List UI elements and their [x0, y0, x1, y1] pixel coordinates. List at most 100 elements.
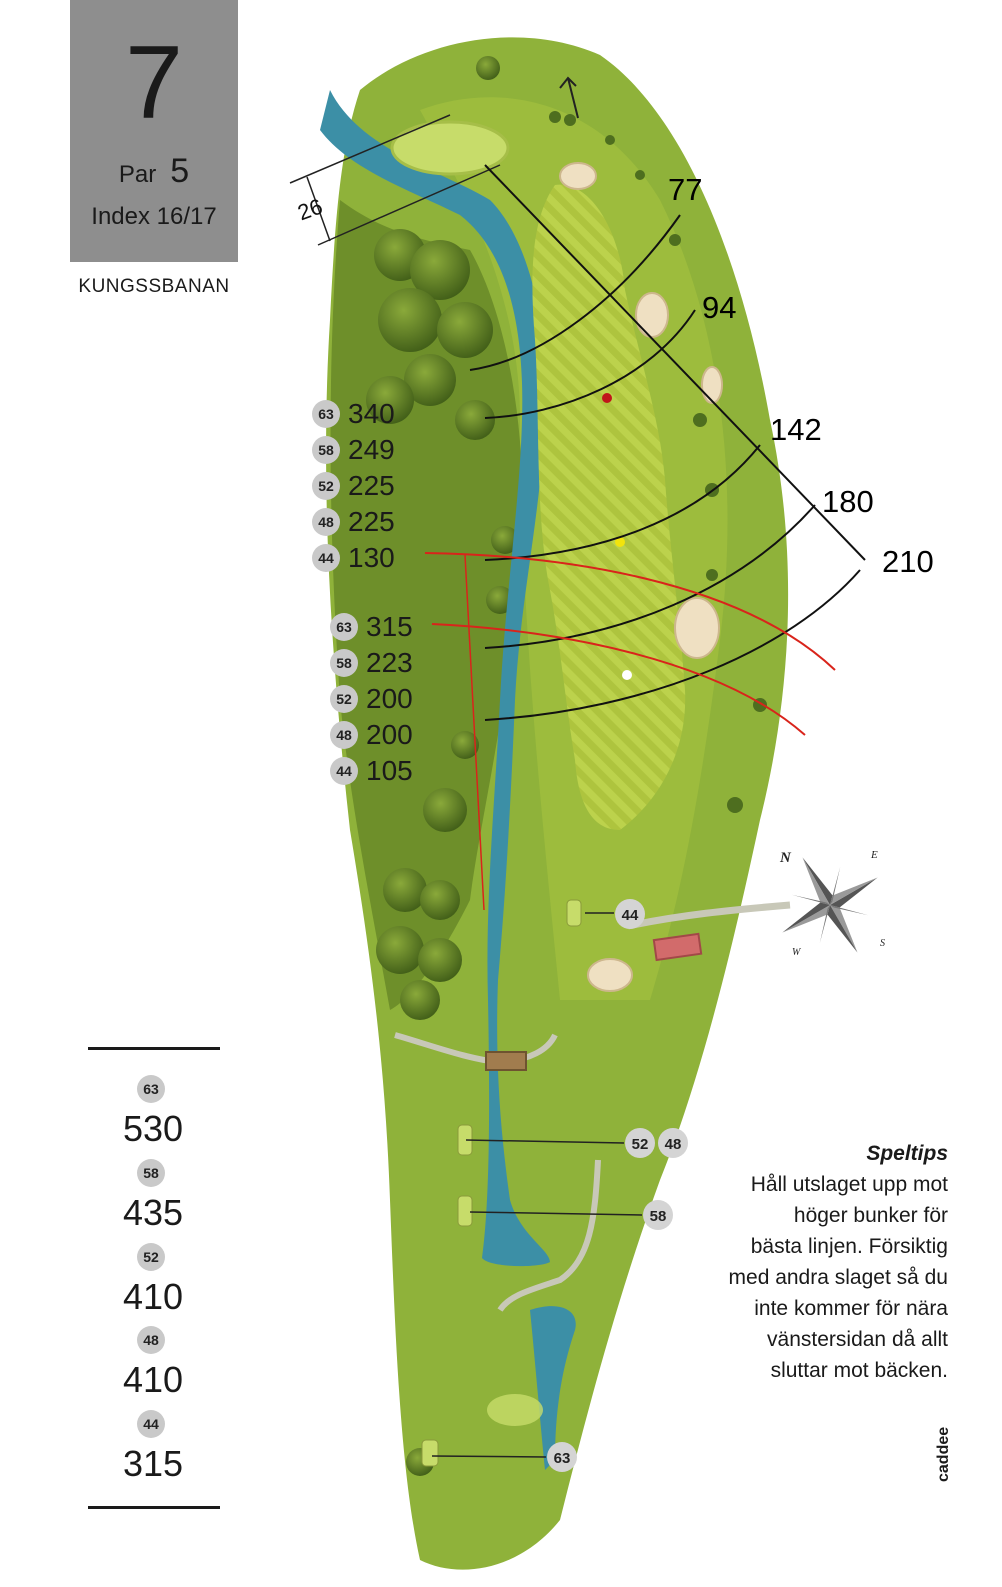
tee-box [457, 1195, 473, 1227]
par-value: 5 [170, 152, 190, 190]
hole-number: 7 [125, 25, 183, 141]
carry-row: 48 225 [312, 504, 395, 540]
bunker [635, 292, 669, 338]
play-tip-line: höger bunker för [793, 1204, 948, 1227]
tee-badge: 63 [330, 613, 358, 641]
bridge [485, 1051, 527, 1071]
hole-length: 530 [122, 1108, 184, 1149]
bunker [559, 162, 597, 190]
play-tip-line: sluttar mot bäcken. [770, 1359, 948, 1382]
carry-line-red [431, 623, 806, 736]
tee-badge: 44 [312, 544, 340, 572]
carry-row: 44 105 [330, 753, 413, 789]
distance-94: 94 [702, 290, 736, 325]
tee-marker-63: 63 [554, 1450, 571, 1467]
carry-row: 63 315 [330, 609, 413, 645]
carry-distance: 200 [366, 683, 413, 714]
carry-distance: 200 [366, 719, 413, 750]
compass-w: W [792, 947, 802, 958]
distance-142: 142 [770, 412, 822, 447]
direction-arrow [559, 76, 579, 119]
stream-lower [530, 1306, 576, 1470]
carry-distance: 105 [366, 755, 413, 786]
par-label: Par [118, 161, 157, 188]
hole-index: Index 16/17 [91, 203, 217, 230]
carry-distance: 225 [348, 506, 395, 537]
tee-marker-58: 58 [650, 1208, 667, 1225]
flag-red [602, 393, 612, 403]
fairway [532, 184, 686, 831]
compass-e: E [870, 849, 878, 861]
green-lower [487, 1394, 543, 1426]
distance-fan [484, 164, 866, 561]
distance-210: 210 [882, 544, 934, 579]
hole-length: 410 [122, 1276, 184, 1317]
green [390, 120, 510, 176]
carry-distance: 315 [366, 611, 413, 642]
compass-n: N [779, 850, 792, 866]
carry-line-red [424, 552, 836, 671]
tee-badge: 63 [312, 400, 340, 428]
tee-badge: 52 [330, 685, 358, 713]
play-tip-line: Håll utslaget upp mot [750, 1173, 948, 1196]
carry-distance: 249 [348, 434, 395, 465]
play-tip-line: inte kommer för nära [754, 1297, 948, 1320]
carry-distance: 223 [366, 647, 413, 678]
distance-77: 77 [668, 172, 702, 207]
par-info: Par 5 [70, 152, 238, 191]
play-tip-title: Speltips [866, 1142, 948, 1165]
carry-row: 48 200 [330, 717, 413, 753]
tee-marker-44: 44 [622, 907, 639, 924]
play-tip-line: med andra slaget så du [728, 1266, 948, 1289]
hole-length: 315 [122, 1443, 184, 1484]
play-tip-line: vänstersidan då allt [767, 1328, 948, 1351]
divider-top [88, 1047, 220, 1050]
carry-row: 44 130 [312, 540, 395, 576]
length-tee-badge: 52 [137, 1243, 165, 1271]
hole-length: 410 [122, 1359, 184, 1400]
bunker [587, 958, 633, 992]
carry-group-1: 63 340 58 249 52 225 48 225 44 130 [312, 396, 395, 576]
tee-box [421, 1439, 439, 1467]
carry-row: 58 223 [330, 645, 413, 681]
length-tee-badge: 63 [137, 1075, 165, 1103]
tee-marker-48: 48 [665, 1136, 682, 1153]
tee-badge: 44 [330, 757, 358, 785]
tee-badge: 58 [330, 649, 358, 677]
tee-badge: 52 [312, 472, 340, 500]
carry-distance: 130 [348, 542, 395, 573]
distance-180: 180 [822, 484, 874, 519]
hole-header-box [70, 0, 238, 262]
length-tee-badge: 48 [137, 1326, 165, 1354]
cart-path [627, 901, 791, 930]
bunker [674, 597, 720, 659]
marker-yellow [615, 537, 625, 547]
length-tee-badge: 58 [137, 1159, 165, 1187]
tee-box [566, 899, 582, 927]
course-name: KUNGSSBANAN [78, 276, 230, 297]
length-tee-badge: 44 [137, 1410, 165, 1438]
tee-badge: 48 [312, 508, 340, 536]
green-depth: 26 [294, 194, 326, 226]
brand-logo: caddee [935, 1426, 952, 1482]
carry-group-2: 63 315 58 223 52 200 48 200 44 105 [330, 609, 413, 789]
tee-badge: 58 [312, 436, 340, 464]
bunker [701, 366, 723, 404]
carry-row: 63 340 [312, 396, 395, 432]
carry-distance: 225 [348, 470, 395, 501]
carry-distance: 340 [348, 398, 395, 429]
compass-s: S [880, 938, 885, 949]
carry-row: 52 225 [312, 468, 395, 504]
carry-row: 52 200 [330, 681, 413, 717]
play-tip: Speltips Håll utslaget upp mot höger bun… [650, 1138, 948, 1386]
carry-row: 58 249 [312, 432, 395, 468]
shelter [652, 932, 703, 962]
tee-marker-52: 52 [632, 1136, 649, 1153]
cart-path [497, 1159, 601, 1312]
stream [320, 90, 550, 1267]
tee-badge: 48 [330, 721, 358, 749]
divider-bottom [88, 1506, 220, 1509]
marker-white [622, 670, 632, 680]
play-tip-line: bästa linjen. Försiktig [750, 1235, 948, 1258]
